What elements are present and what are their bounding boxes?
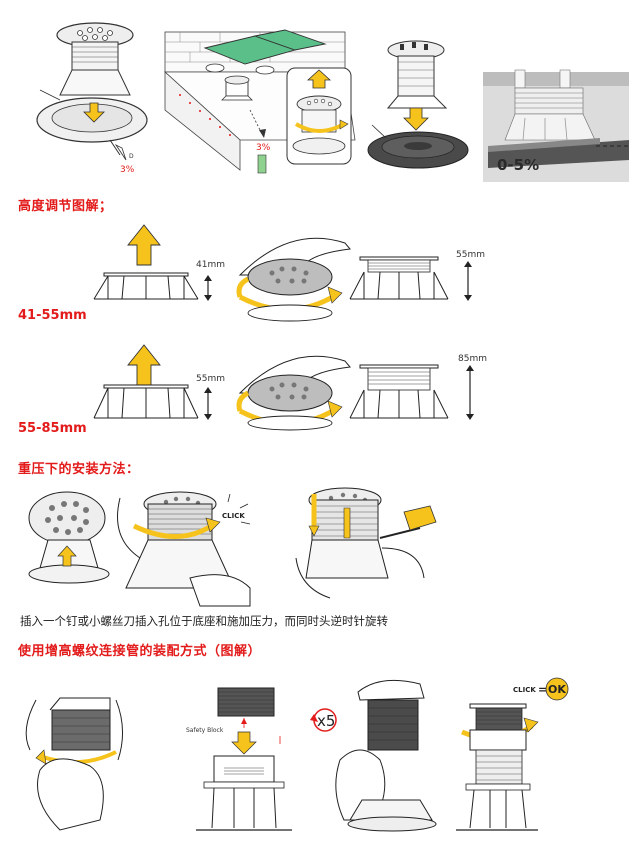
ok-badge <box>545 677 569 701</box>
height-41mm-label: 41mm <box>196 260 225 270</box>
height-adjustment-diagrams: 41mm 55mm <box>93 224 487 431</box>
terrace-tiles-illustration: 3% <box>163 29 356 174</box>
safety-block-label: Safety Block <box>186 727 224 734</box>
up-arrow-icon <box>127 224 161 266</box>
click-label-2: CLICK <box>513 686 536 694</box>
slope-range-label: 0-5% <box>497 156 539 174</box>
extension-diagrams: Safety Block x5 CLICK = OK <box>25 677 569 832</box>
screwdriver-illustration <box>295 487 437 599</box>
height-85mm-label: 85mm <box>458 354 487 364</box>
extension-title: 使用增高螺纹连接管的装配方式（图解） <box>18 644 262 659</box>
click-equals-sign: = <box>538 683 547 696</box>
small-pedestal <box>221 75 253 101</box>
extension-step-4: CLICK = OK <box>456 677 569 831</box>
range-55-85-label: 55-85mm <box>18 421 87 436</box>
pedestal-top-view <box>28 491 110 584</box>
pedestal-dark-base-illustration <box>367 40 469 169</box>
times-five-label: x5 <box>317 712 335 730</box>
slope-percent-label-2: 3% <box>256 143 271 153</box>
height-55mm-label-a: 55mm <box>456 250 485 260</box>
ok-label: OK <box>548 683 566 696</box>
press-install-caption: 插入一个钉或小螺丝刀插入孔位于底座和施加压力，而同时头逆时针旋转 <box>20 614 388 628</box>
up-arrow-icon <box>127 344 161 386</box>
slope-photo-illustration: 0-5% <box>483 69 629 182</box>
top-illustrations: D 3% 3% <box>36 22 629 182</box>
height-adjustment-title: 高度调节图解； <box>18 199 113 214</box>
extension-step-2: Safety Block <box>186 687 292 831</box>
extension-step-1 <box>25 697 123 831</box>
hand-rotate-click: CLICK <box>117 491 251 607</box>
slope-percent-label-1: 3% <box>120 165 135 175</box>
press-install-diagrams: CLICK <box>28 487 437 607</box>
row-55-85: 55mm 85mm <box>93 344 487 431</box>
row-41-55: 41mm 55mm <box>93 224 485 322</box>
slope-letter-label: D <box>129 153 134 160</box>
extension-step-3: x5 <box>310 679 437 832</box>
click-label-1: CLICK <box>222 512 245 520</box>
press-install-title: 重压下的安装方法： <box>18 462 140 477</box>
height-55mm-label-b: 55mm <box>196 374 225 384</box>
range-41-55-label: 41-55mm <box>18 308 87 323</box>
pedestal-slope-illustration: D 3% <box>36 22 148 175</box>
